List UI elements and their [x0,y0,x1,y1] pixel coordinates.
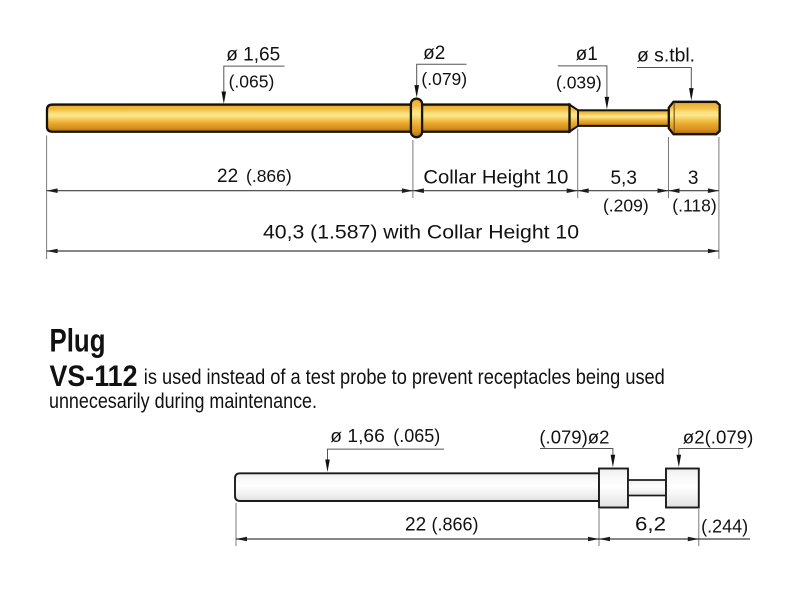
svg-text:22: 22 [405,514,426,535]
svg-text:(.079)ø2: (.079)ø2 [539,428,609,448]
svg-text:3: 3 [688,168,699,189]
svg-text:(.244): (.244) [701,517,748,537]
svg-text:(.079): (.079) [421,69,467,89]
svg-text:ø s.tbl.: ø s.tbl. [637,46,695,67]
svg-text:(.866): (.866) [432,514,479,534]
svg-text:(.209): (.209) [603,196,649,216]
svg-text:6,2: 6,2 [635,514,666,535]
svg-text:(.065): (.065) [393,426,440,446]
svg-text:(.039): (.039) [556,73,602,93]
svg-text:unnecesarily during maintenanc: unnecesarily during maintenance. [49,390,317,413]
svg-text:5,3: 5,3 [610,168,636,189]
svg-text:22: 22 [217,166,238,187]
svg-text:(.118): (.118) [672,196,716,216]
svg-text:Plug: Plug [50,322,106,358]
svg-text:ø 1,66: ø 1,66 [330,426,385,446]
svg-text:(.065): (.065) [229,72,275,92]
svg-text:40,3 (1.587) with Collar Heigh: 40,3 (1.587) with Collar Height 10 [263,222,579,244]
svg-text:VS-112: VS-112 [50,360,138,393]
svg-text:ø1: ø1 [576,44,598,65]
svg-text:Collar Height 10: Collar Height 10 [423,168,568,189]
svg-text:is used instead of a test prob: is used instead of a test probe to preve… [144,366,665,389]
svg-text:(.866): (.866) [246,166,292,186]
svg-text:ø2: ø2 [423,43,445,64]
svg-text:ø2(.079): ø2(.079) [683,428,754,448]
svg-text:ø 1,65: ø 1,65 [226,45,280,66]
